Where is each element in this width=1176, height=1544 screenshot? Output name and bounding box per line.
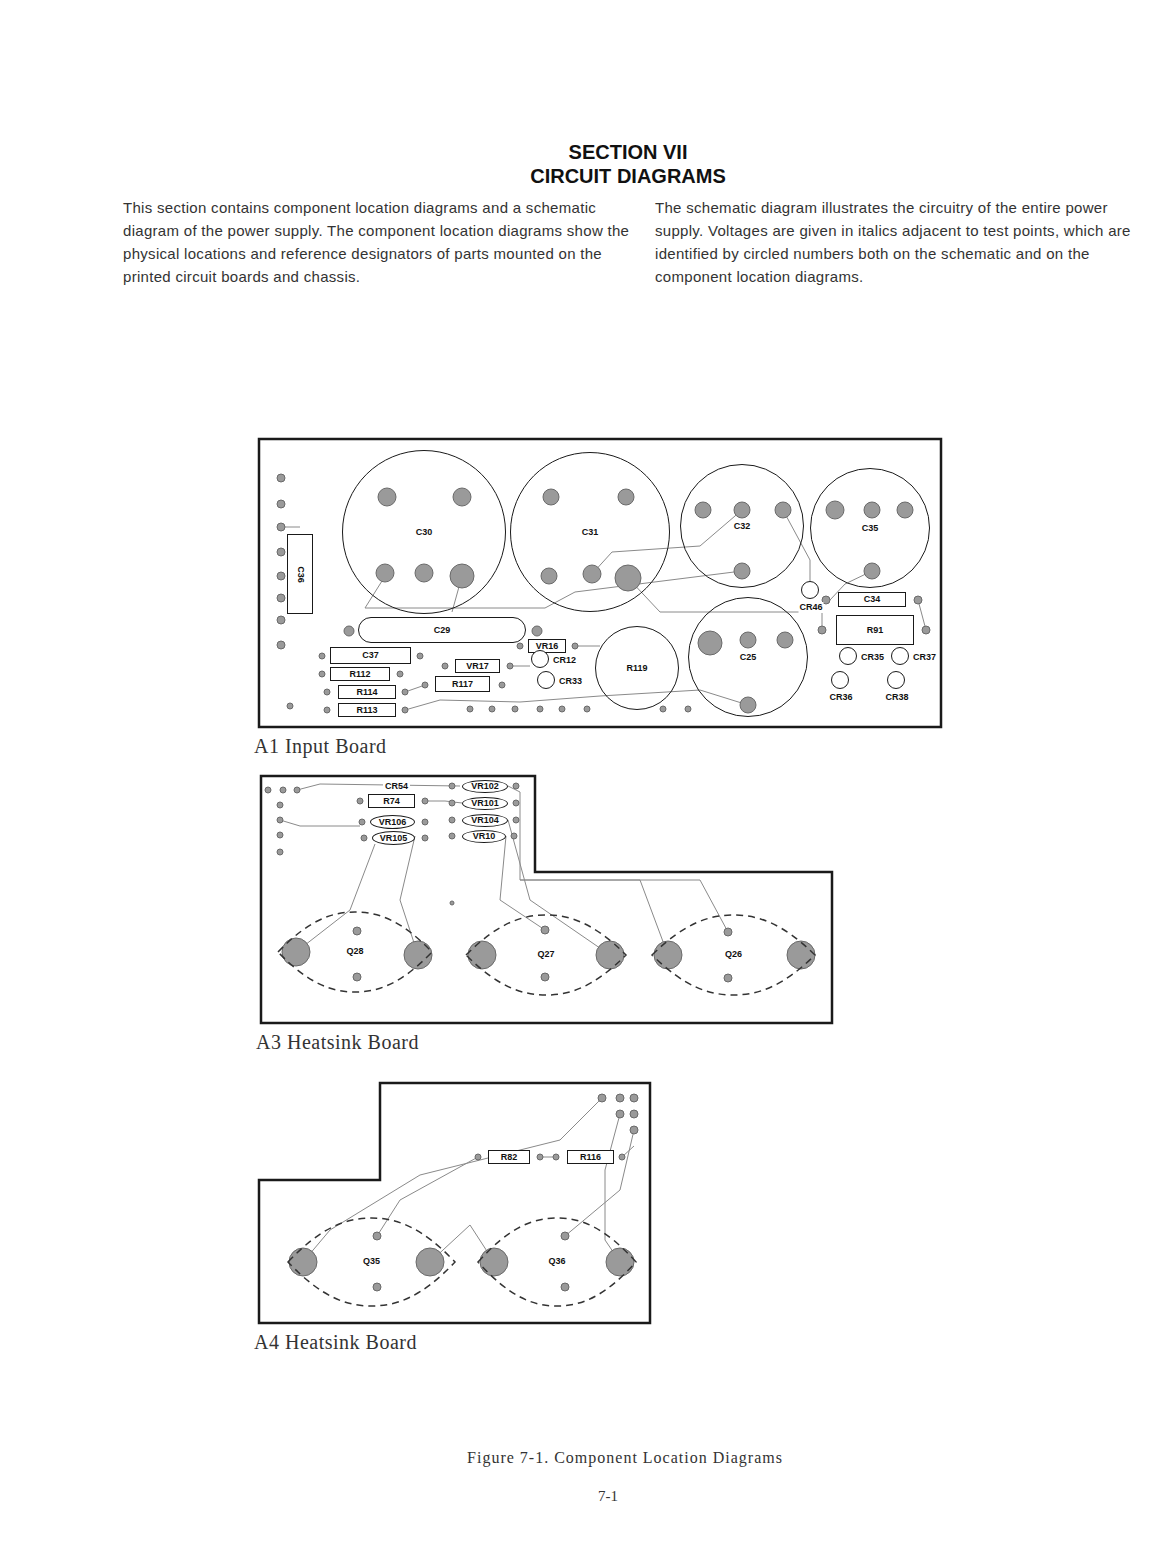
part-label: C29 — [434, 625, 451, 636]
capacitor-outline: C31 — [510, 452, 670, 612]
transistor-outline: Q27 — [466, 915, 626, 995]
capacitor-outline: R119 — [595, 626, 679, 710]
diode-outline: CR12 — [531, 650, 549, 668]
board-edge — [259, 439, 941, 727]
part-label: CR12 — [552, 655, 577, 666]
section-title: SECTION VII CIRCUIT DIAGRAMS — [528, 140, 728, 188]
transistor-outline: Q28 — [278, 912, 432, 992]
zener-outline: VR104 — [462, 814, 508, 827]
capacitor-outline: C30 — [342, 450, 506, 614]
part-label: Q35 — [362, 1256, 381, 1267]
zener-outline: VR10 — [462, 830, 506, 843]
part-label: CR46 — [798, 602, 823, 613]
resistor-outline: R74 — [368, 794, 415, 808]
diode-outline: CR33 — [537, 671, 555, 689]
part-label: R112 — [349, 669, 370, 680]
resistor-outline: R113 — [338, 703, 396, 717]
part-label: CR36 — [828, 692, 853, 703]
resistor-outline: R116 — [567, 1150, 614, 1164]
board-name: A3 Heatsink Board — [256, 1030, 419, 1054]
zener-outline: VR102 — [462, 780, 508, 793]
case-outline — [278, 912, 432, 992]
capacitor-outline: C32 — [680, 464, 804, 588]
part-label: CR33 — [558, 676, 583, 687]
part-label: R116 — [580, 1152, 601, 1163]
part-label: R91 — [867, 625, 884, 636]
resistor-outline: R82 — [488, 1150, 530, 1164]
part-label: Q26 — [724, 949, 743, 960]
part-label: VR10 — [473, 831, 496, 842]
figure-caption: Figure 7-1. Component Location Diagrams — [325, 1448, 925, 1468]
part-label: C35 — [860, 523, 881, 534]
board-edge — [261, 776, 832, 1023]
part-label: C31 — [580, 527, 601, 538]
diode-outline: CR35 — [839, 647, 857, 665]
zener-outline: VR101 — [462, 797, 508, 810]
circuit-board: A4 Heatsink BoardR82R116Q35Q36 — [258, 1082, 651, 1324]
body-paragraph: This section contains component location… — [123, 196, 648, 288]
part-label: VR101 — [471, 798, 499, 809]
diode-outline: CR38 — [887, 671, 905, 689]
part-label: CR38 — [884, 692, 909, 703]
circuit-board: A1 Input BoardC36C30C31C32C35CR46C34C29R… — [258, 438, 942, 728]
zener-outline: VR106 — [370, 815, 415, 829]
part-label: C25 — [738, 652, 759, 663]
part-label: R113 — [356, 705, 377, 716]
resistor-outline: R117 — [435, 676, 490, 692]
part-label: Q27 — [536, 949, 555, 960]
case-outline — [288, 1218, 455, 1306]
part-label: R114 — [356, 687, 377, 698]
capacitor-outline: C35 — [810, 468, 930, 588]
part-label: VR105 — [380, 833, 408, 844]
part-label: VR106 — [379, 817, 407, 828]
part-label: R119 — [624, 663, 649, 674]
part-label: Q28 — [345, 946, 364, 957]
part-label: R74 — [383, 796, 400, 807]
transistor-outline: Q36 — [478, 1218, 636, 1306]
part-label: VR17 — [466, 661, 489, 672]
transistor-outline: Q35 — [288, 1218, 455, 1306]
board-outline — [260, 775, 833, 1024]
part-label: C34 — [864, 594, 881, 605]
part-label: CR54 — [383, 781, 410, 792]
capacitor-outline: C29 — [358, 617, 526, 643]
part-label: C37 — [362, 650, 379, 661]
case-outline — [466, 915, 626, 995]
part-label: C36 — [294, 566, 305, 583]
page-number: 7-1 — [598, 1486, 618, 1506]
case-outline — [478, 1218, 636, 1306]
resistor-outline: VR17 — [455, 659, 500, 673]
resistor-outline: C37 — [330, 647, 411, 664]
circuit-board: A3 Heatsink BoardR74VR106VR105VR102VR101… — [260, 775, 833, 1024]
part-label: VR16 — [536, 641, 559, 652]
diode-outline: CR36 — [831, 671, 849, 689]
part-label: C30 — [414, 527, 435, 538]
resistor-outline: C34 — [838, 592, 906, 607]
part-label: VR102 — [471, 781, 499, 792]
case-outline — [652, 915, 815, 995]
part-label: CR35 — [860, 652, 885, 663]
capacitor-outline: C36 — [287, 534, 313, 614]
board-name: A1 Input Board — [254, 734, 387, 758]
capacitor-outline: C25 — [688, 597, 808, 717]
body-paragraph: The schematic diagram illustrates the ci… — [655, 196, 1135, 288]
resistor-outline: R91 — [836, 615, 914, 645]
part-label: C32 — [732, 521, 753, 532]
resistor-outline: R112 — [330, 667, 390, 681]
part-label: R117 — [452, 679, 473, 690]
part-label: CR37 — [912, 652, 937, 663]
part-label: Q36 — [547, 1256, 566, 1267]
board-edge — [259, 1083, 650, 1323]
diode-outline: CR46 — [801, 581, 819, 599]
part-label: VR104 — [471, 815, 499, 826]
part-label: R82 — [501, 1152, 518, 1163]
transistor-outline: Q26 — [652, 915, 815, 995]
resistor-outline: R114 — [338, 685, 396, 699]
zener-outline: VR105 — [372, 831, 415, 845]
diode-outline: CR37 — [891, 647, 909, 665]
board-name: A4 Heatsink Board — [254, 1330, 417, 1354]
